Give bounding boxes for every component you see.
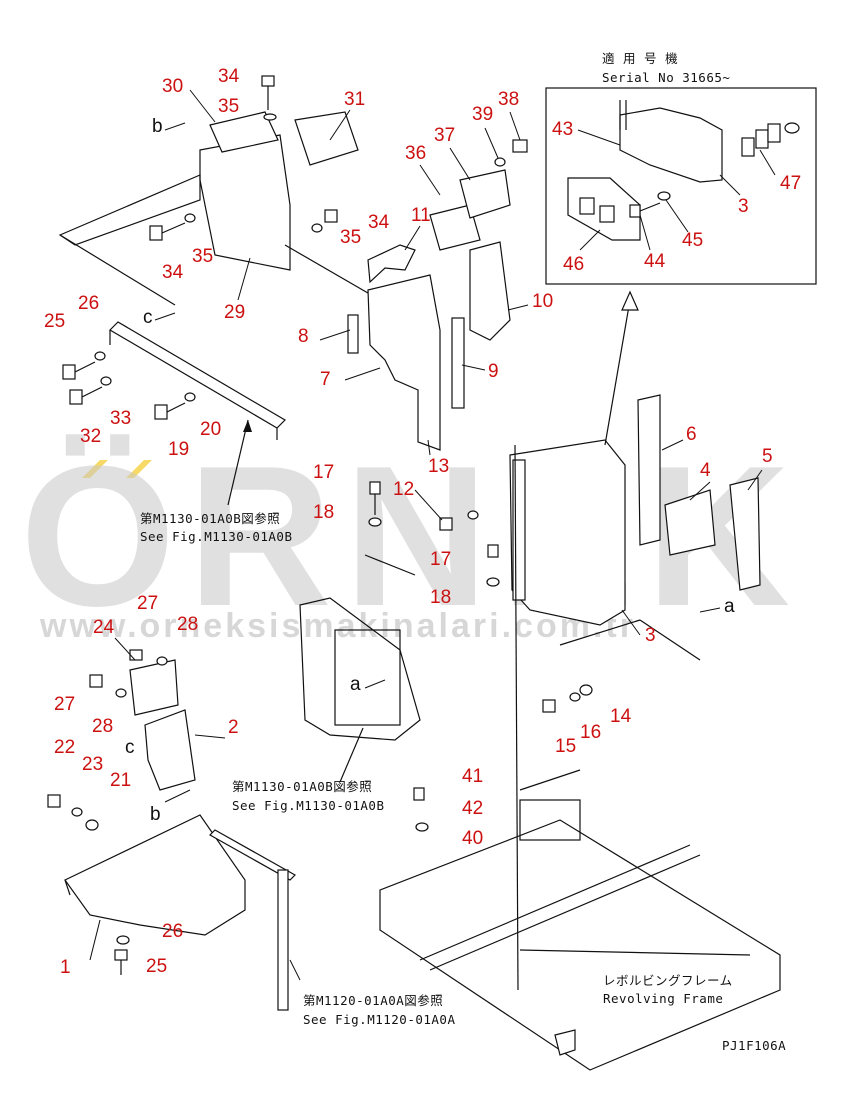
ref-note-2-en: See Fig.M1130-01A0B	[232, 798, 385, 813]
callout-34b: 34	[368, 212, 390, 233]
callout-30: 30	[162, 76, 183, 97]
callout-17: 17	[313, 462, 334, 483]
callout-45: 45	[682, 230, 703, 251]
leader-lines	[89, 89, 763, 961]
watermark-url: www.orneksismakinalari.com.tr	[39, 607, 636, 645]
callout-26b: 26	[162, 921, 183, 942]
callout-23: 23	[82, 754, 103, 775]
callout-36: 36	[405, 143, 426, 164]
callout-25b: 25	[146, 956, 167, 977]
callout-33: 33	[110, 408, 131, 429]
ref-note-2-jp: 第M1130-01A0B図参照	[232, 779, 372, 794]
callout-3: 3	[645, 625, 656, 646]
callout-34c: 34	[162, 262, 184, 283]
callout-12: 12	[393, 479, 414, 500]
callout-7: 7	[320, 369, 331, 390]
callout-4: 4	[700, 460, 711, 481]
callout-44: 44	[644, 251, 666, 272]
callout-35b: 35	[340, 227, 361, 248]
callout-5: 5	[762, 446, 773, 467]
callout-8: 8	[298, 326, 309, 347]
callout-28: 28	[177, 614, 198, 635]
callout-27: 27	[137, 593, 158, 614]
callout-34: 34	[218, 66, 240, 87]
view-letter-a-right: a	[724, 596, 735, 617]
callout-13: 13	[428, 456, 449, 477]
ref-note-1-en: See Fig.M1130-01A0B	[140, 529, 293, 544]
ref-note-3-jp: 第M1120-01A0A図参照	[303, 993, 443, 1008]
callout-18b: 18	[430, 587, 451, 608]
callout-40: 40	[462, 828, 483, 849]
callout-16: 16	[580, 722, 601, 743]
callout-6: 6	[686, 424, 697, 445]
callout-37: 37	[434, 125, 455, 146]
revolving-frame	[379, 444, 781, 1071]
callout-14: 14	[610, 706, 632, 727]
callout-32: 32	[80, 426, 101, 447]
callout-35: 35	[218, 96, 239, 117]
callout-21: 21	[110, 770, 131, 791]
callout-27b: 27	[54, 694, 75, 715]
callout-47: 47	[780, 173, 801, 194]
callout-11: 11	[411, 205, 431, 226]
callout-18: 18	[313, 502, 334, 523]
callout-42: 42	[462, 798, 483, 819]
serial-note-en: Serial No 31665~	[602, 70, 730, 85]
frame-label-en: Revolving Frame	[603, 991, 723, 1006]
callout-22: 22	[54, 737, 75, 758]
left-rail	[62, 321, 286, 506]
lower-left-group	[47, 649, 296, 1011]
drawing-code: PJ1F106A	[722, 1038, 786, 1053]
view-letter-c-bottom: c	[125, 737, 135, 758]
view-letter-b-bottom: b	[150, 804, 161, 825]
middle-frame	[299, 481, 500, 783]
callout-35c: 35	[192, 246, 213, 267]
callout-10: 10	[532, 291, 553, 312]
serial-note-jp: 適 用 号 機	[602, 51, 678, 66]
callout-39: 39	[472, 104, 493, 125]
callout-3-inset: 3	[738, 196, 749, 217]
callout-24: 24	[93, 617, 115, 638]
frame-label-jp: レボルビングフレーム	[603, 973, 733, 988]
callout-26: 26	[78, 293, 99, 314]
callout-1: 1	[60, 957, 71, 978]
callouts: 34 30 35 31 38 39 37 36 43 11 34 35 34 3…	[44, 66, 801, 978]
callout-28b: 28	[92, 716, 113, 737]
callout-2: 2	[228, 717, 239, 738]
callout-38: 38	[498, 89, 519, 110]
callout-20: 20	[200, 419, 221, 440]
callout-43: 43	[552, 119, 573, 140]
callout-9: 9	[488, 361, 499, 382]
reference-notes: 第M1130-01A0B図参照 See Fig.M1130-01A0B 第M11…	[140, 511, 786, 1053]
center-panel-group	[347, 139, 528, 451]
view-letter-b-top: b	[152, 116, 163, 137]
view-letters: b c a a c b	[125, 116, 735, 825]
callout-31: 31	[344, 89, 365, 110]
upper-plate-group	[58, 75, 381, 306]
callout-15: 15	[555, 736, 576, 757]
ref-note-1-jp: 第M1130-01A0B図参照	[140, 511, 280, 526]
view-letter-c-top: c	[143, 307, 153, 328]
ref-note-3-en: See Fig.M1120-01A0A	[303, 1012, 456, 1027]
callout-19: 19	[168, 439, 189, 460]
watermark-brand: ÖRNEK	[20, 425, 802, 648]
view-letter-a-mid: a	[350, 674, 361, 695]
callout-46: 46	[563, 254, 584, 275]
callout-29: 29	[224, 302, 245, 323]
watermark: ÖRNEK www.orneksismakinalari.com.tr	[20, 425, 802, 648]
serial-inset: 適 用 号 機 Serial No 31665~	[545, 51, 817, 285]
callout-17b: 17	[430, 549, 451, 570]
callout-41: 41	[462, 766, 483, 787]
callout-25: 25	[44, 311, 65, 332]
